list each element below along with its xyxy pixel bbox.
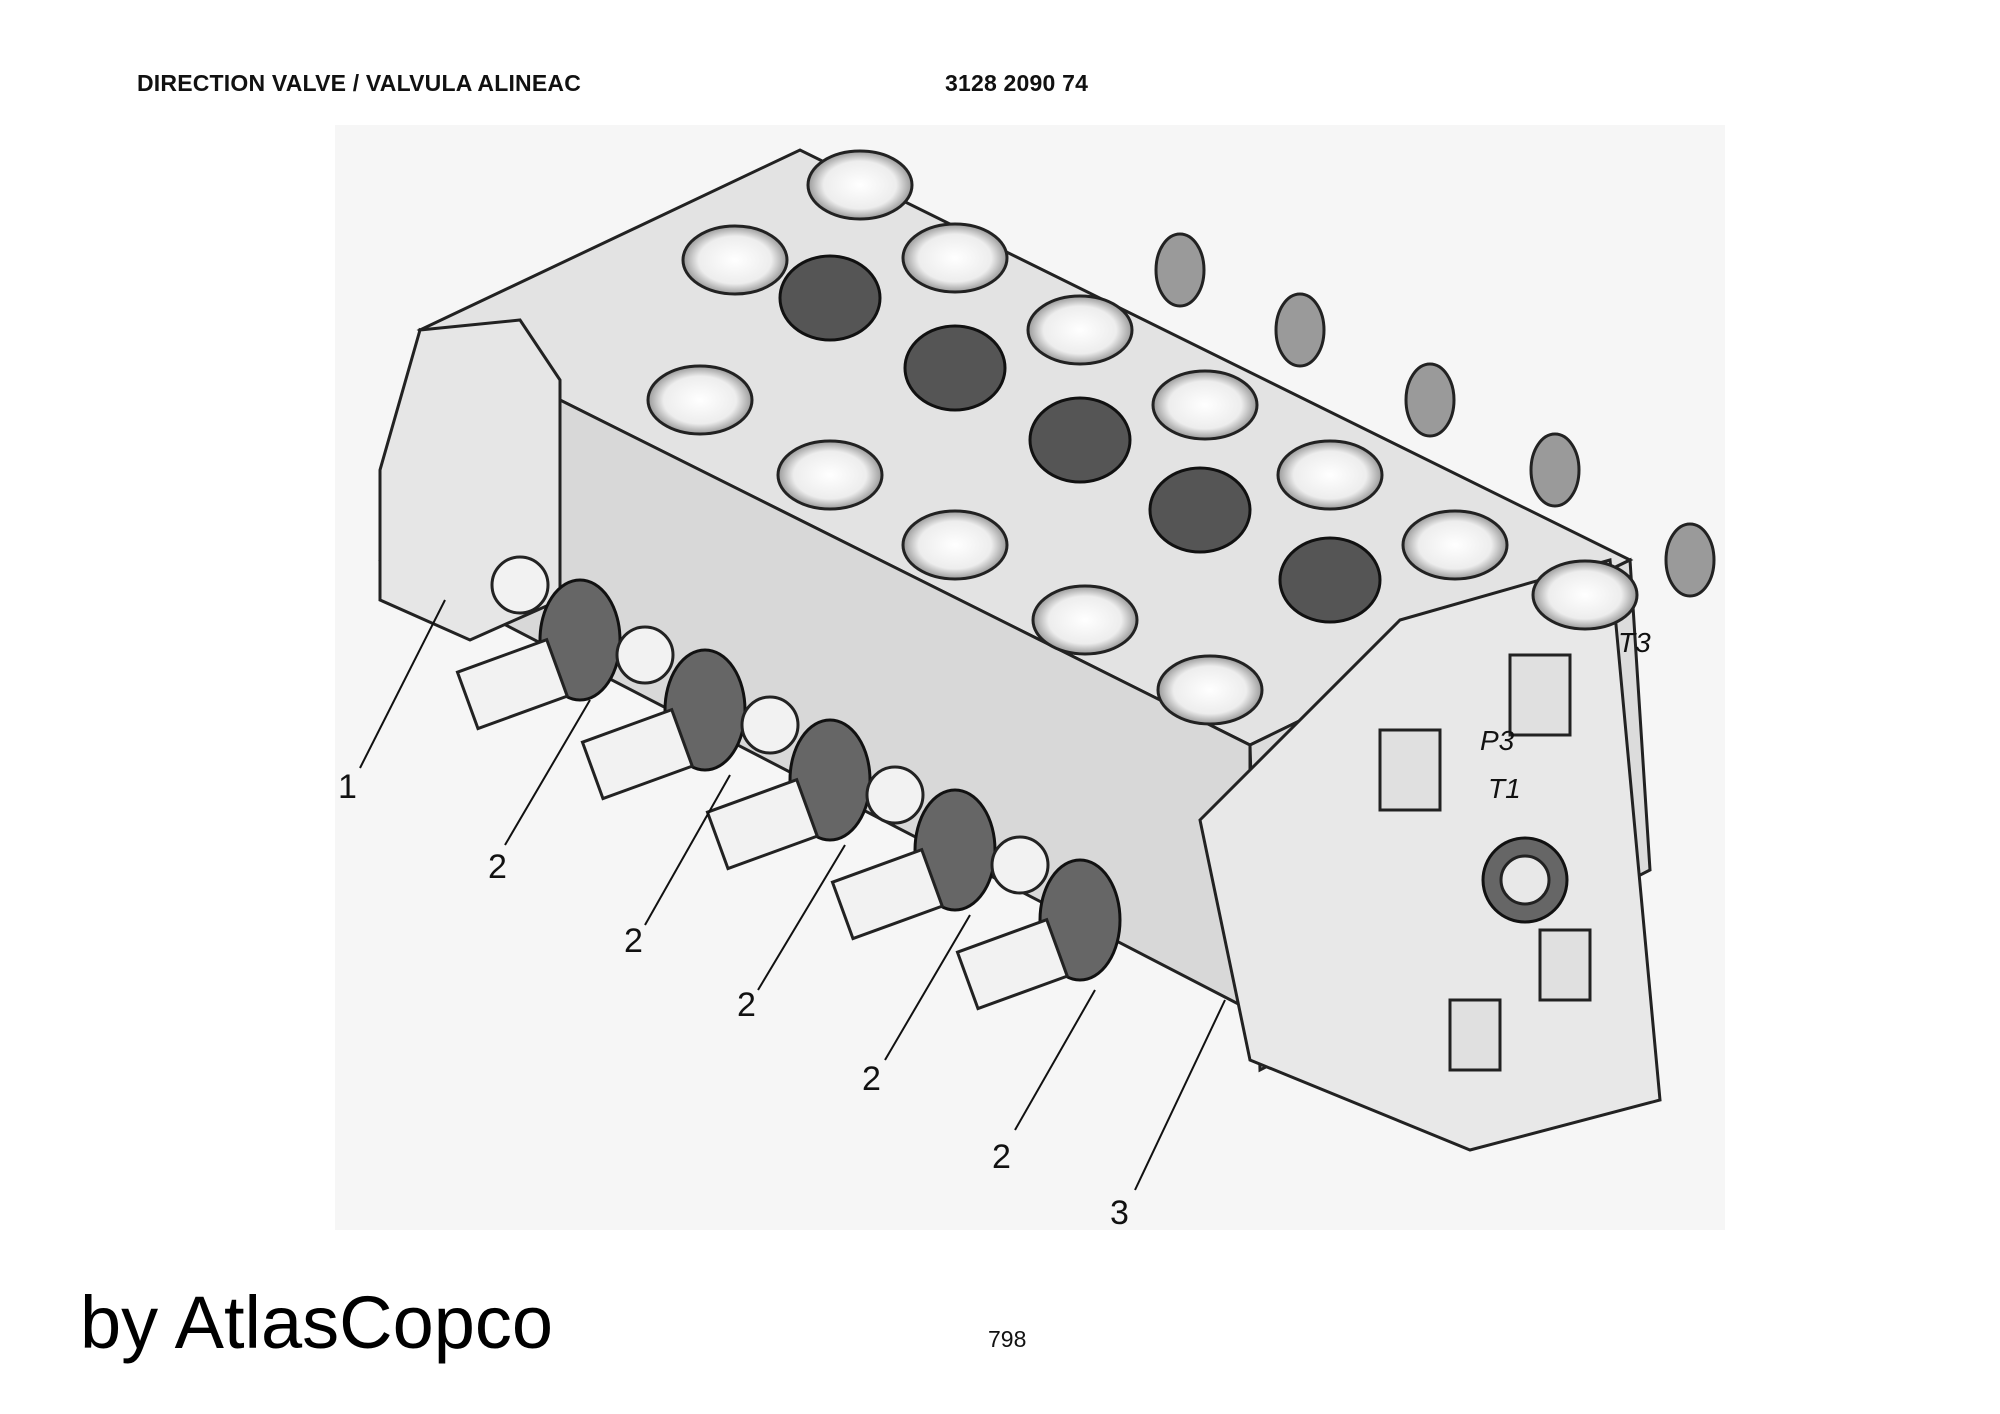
top-ports	[646, 149, 1639, 726]
port-label-p3: P3	[1480, 725, 1515, 756]
end-fittings	[1378, 653, 1592, 1072]
callout-1: 1	[338, 768, 357, 806]
page-number: 798	[988, 1326, 1027, 1352]
rear-fittings	[1154, 232, 1716, 598]
relief-valve-caps	[778, 254, 1382, 624]
spool-levers	[455, 555, 1122, 1011]
part-number: 3128 2090 74	[945, 70, 1089, 96]
callout-2a: 2	[488, 848, 507, 886]
port-label-t1: T1	[1488, 773, 1521, 804]
callout-2e: 2	[992, 1138, 1011, 1176]
document-title: DIRECTION VALVE / VALVULA ALINEAC	[137, 70, 582, 96]
port-label-t3: T3	[1618, 627, 1651, 658]
leader-lines	[359, 599, 1226, 1191]
callout-2b: 2	[624, 922, 643, 960]
callout-2c: 2	[737, 986, 756, 1024]
callout-2d: 2	[862, 1060, 881, 1098]
brand-watermark: by AtlasCopco	[80, 1281, 554, 1364]
callout-3: 3	[1110, 1194, 1129, 1232]
